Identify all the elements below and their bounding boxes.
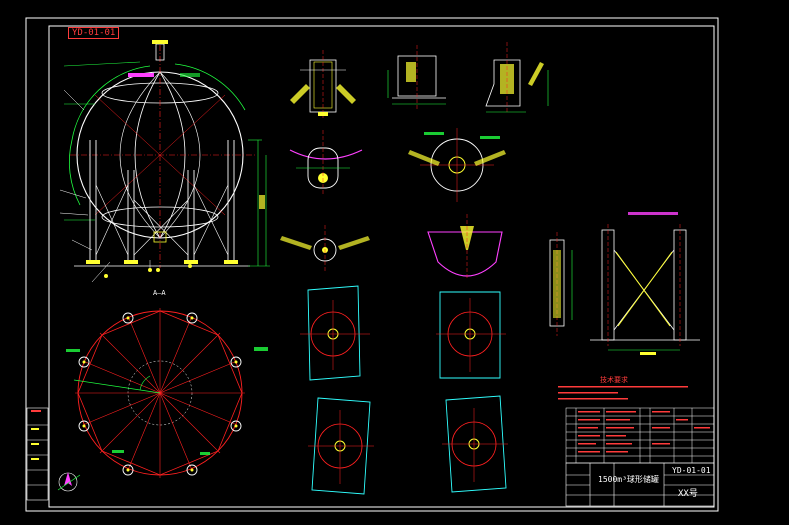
nozzle-section-view-4 <box>427 214 503 280</box>
top-support-detail-right <box>485 42 549 113</box>
shell-plate-detail-1 <box>300 285 370 381</box>
parts-list-text <box>578 411 710 453</box>
top-support-detail-left <box>290 50 356 118</box>
title-block-scale: XX号 <box>678 489 698 499</box>
section-a-label: A—A <box>153 289 166 297</box>
title-block-name: 1500m³球形储罐 <box>598 475 659 484</box>
left-revision-strip <box>26 407 49 501</box>
shell-plate-detail-2 <box>436 291 506 379</box>
nozzle-section-view-1 <box>289 130 363 196</box>
section-a-plan-view <box>66 308 268 478</box>
north-arrow-icon <box>57 472 81 492</box>
nozzle-section-view-2 <box>408 128 506 202</box>
leg-assembly-side-view <box>549 232 573 336</box>
title-block <box>565 462 715 507</box>
sphere-elevation-view <box>59 40 270 283</box>
outer-border <box>25 17 719 512</box>
nozzle-section-view-3 <box>280 225 370 272</box>
top-support-detail-middle <box>387 45 446 110</box>
title-block-number: YD-01-01 <box>672 466 711 475</box>
inner-border <box>48 25 715 508</box>
shell-plate-detail-4 <box>442 395 508 493</box>
shell-plate-detail-3 <box>308 397 374 495</box>
leg-assembly-front-view <box>590 212 700 355</box>
technical-notes <box>558 386 688 400</box>
drawing-id-label: YD-01-01 <box>68 27 120 39</box>
notes-heading: 技术要求 <box>600 376 628 384</box>
